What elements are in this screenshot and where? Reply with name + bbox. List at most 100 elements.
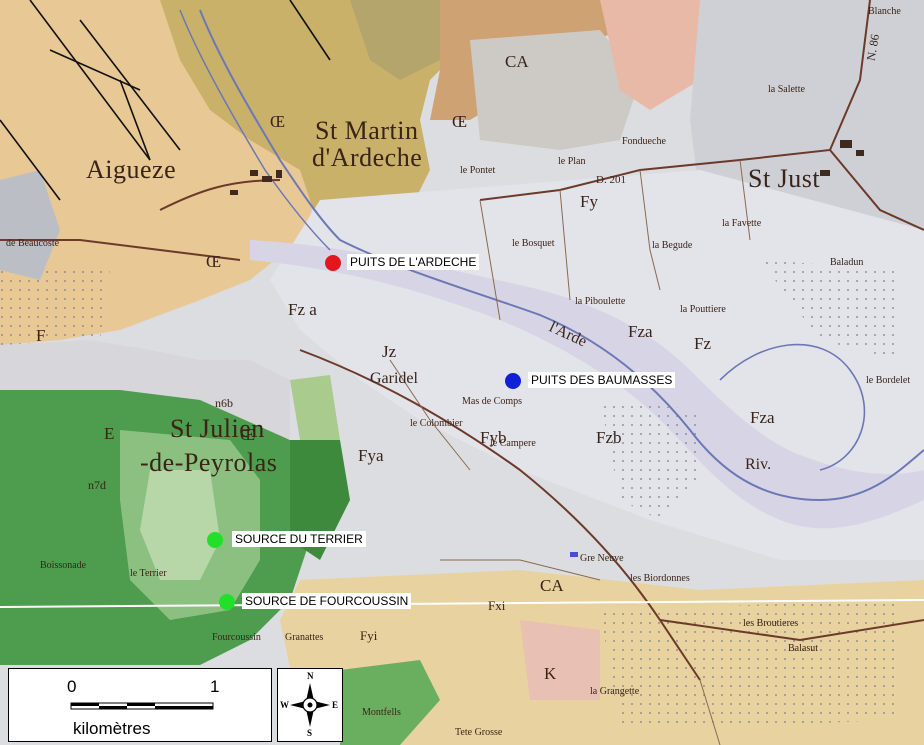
light-green-strip bbox=[290, 375, 340, 440]
code-k: K bbox=[544, 664, 557, 683]
place-granattes: Granattes bbox=[285, 632, 324, 643]
place-le-terrier: le Terrier bbox=[130, 568, 167, 579]
compass-rose-icon bbox=[290, 683, 330, 727]
place-riv: Riv. bbox=[745, 456, 772, 473]
place-la-pouttiere: la Pouttiere bbox=[680, 304, 726, 315]
green-hills-pale bbox=[140, 470, 220, 580]
compass-w: W bbox=[280, 700, 289, 710]
marker-puits-baumasses bbox=[505, 373, 521, 389]
north-arrow-panel: N S W E bbox=[277, 668, 343, 742]
place-fourcoussin: Fourcoussin bbox=[212, 632, 261, 643]
compass-n: N bbox=[307, 671, 314, 681]
place-d-ardeche: d'Ardeche bbox=[312, 143, 423, 172]
grey-patch-north bbox=[470, 30, 640, 150]
code-oe-2: Œ bbox=[452, 112, 468, 131]
code-n6b: n6b bbox=[215, 396, 233, 410]
marker-source-terrier bbox=[207, 532, 223, 548]
label-source-terrier: SOURCE DU TERRIER bbox=[232, 531, 366, 547]
code-fz: Fz bbox=[694, 334, 711, 353]
river-channel-2 bbox=[179, 9, 331, 251]
place-le-bordelet: le Bordelet bbox=[866, 375, 911, 386]
dotted-alluvium-2 bbox=[760, 260, 900, 360]
place-le-plan: le Plan bbox=[558, 156, 586, 167]
place-les-broutieres: les Broutieres bbox=[743, 618, 799, 629]
grey-west-strip bbox=[0, 170, 60, 280]
place-garidel: Garidel bbox=[370, 370, 418, 387]
code-e: E bbox=[104, 424, 115, 443]
compass-e: E bbox=[332, 700, 339, 710]
code-oe-4: Œ bbox=[240, 425, 256, 444]
place-la-grangette: la Grangette bbox=[590, 686, 640, 697]
scale-bar-panel: 0 1 kilomètres bbox=[8, 668, 272, 742]
code-n7d: n7d bbox=[88, 478, 106, 492]
code-jz: Jz bbox=[382, 342, 397, 361]
dotted-alluvium bbox=[600, 400, 700, 520]
place-la-salette: la Salette bbox=[768, 84, 805, 95]
place-la-favette: la Favette bbox=[722, 218, 762, 229]
code-ca-2: CA bbox=[540, 576, 564, 595]
town-blocks bbox=[230, 140, 864, 557]
code-fzb: Fzb bbox=[596, 428, 622, 447]
label-puits-baumasses: PUITS DES BAUMASSES bbox=[528, 372, 676, 388]
place-mas-de-comps: Mas de Comps bbox=[462, 396, 522, 407]
place-tete-grosse: Tete Grosse bbox=[455, 727, 503, 738]
scale-unit: kilomètres bbox=[73, 719, 151, 738]
scale-label-end: 1 bbox=[210, 677, 220, 696]
code-fza-3: Fz a bbox=[288, 300, 317, 319]
place-st-martin: St Martin bbox=[315, 116, 419, 145]
code-f: F bbox=[36, 326, 46, 345]
place-les-biordonnes: les Biordonnes bbox=[630, 573, 690, 584]
place-aigueze: Aigueze bbox=[86, 155, 177, 184]
place-beaucoste: de Beaucoste bbox=[6, 238, 60, 249]
river-bed bbox=[250, 240, 924, 529]
pink-patch-south bbox=[520, 620, 600, 700]
meander-loop bbox=[719, 343, 866, 471]
green-hill-east bbox=[290, 440, 350, 560]
compass-s: S bbox=[307, 728, 313, 738]
code-ca-1: CA bbox=[505, 52, 529, 71]
sheet-seam bbox=[0, 599, 924, 608]
code-d201: D. 201 bbox=[596, 174, 626, 186]
code-fza-2: Fza bbox=[750, 408, 775, 427]
code-fya: Fya bbox=[358, 446, 384, 465]
label-source-fourcoussin: SOURCE DE FOURCOUSSIN bbox=[242, 593, 412, 609]
place-la-begude: la Begude bbox=[652, 240, 693, 251]
code-fza-1: Fza bbox=[628, 322, 653, 341]
code-oe-3: Œ bbox=[206, 252, 222, 271]
place-st-just: St Just bbox=[748, 164, 821, 193]
label-puits-ardeche: PUITS DE L'ARDECHE bbox=[347, 254, 480, 270]
river-channel bbox=[199, 9, 924, 502]
code-fyi: Fyi bbox=[360, 628, 378, 643]
place-gre-neuve: Gre Neuve bbox=[580, 553, 624, 564]
code-fy: Fy bbox=[580, 192, 598, 211]
place-le-colombier: le Colombier bbox=[410, 418, 463, 429]
scale-label-start: 0 bbox=[67, 677, 77, 696]
marker-source-fourcoussin bbox=[219, 594, 235, 610]
code-fxi: Fxi bbox=[488, 598, 506, 613]
grey-lowland-west bbox=[0, 340, 290, 440]
place-balasut: Balasut bbox=[788, 643, 818, 654]
code-oe-1: Œ bbox=[270, 112, 286, 131]
place-le-bosquet: le Bosquet bbox=[512, 238, 555, 249]
place-la-piboulette: la Piboulette bbox=[575, 296, 626, 307]
code-fyb: Fyb bbox=[480, 428, 507, 447]
place-le-pontet: le Pontet bbox=[460, 165, 496, 176]
dotted-south bbox=[600, 600, 900, 730]
secondary-roads bbox=[389, 159, 751, 745]
place-st-julien: St Julien bbox=[170, 414, 265, 443]
place-le-campere: le Campere bbox=[490, 438, 536, 449]
marker-puits-ardeche bbox=[325, 255, 341, 271]
fault-lines bbox=[0, 0, 331, 201]
place-boissonade: Boissonade bbox=[40, 560, 87, 571]
green-south bbox=[340, 660, 440, 745]
place-blanche: Blanche bbox=[868, 6, 901, 17]
dotted-alluvium-3 bbox=[0, 270, 110, 350]
scale-bar-graphic bbox=[70, 702, 214, 710]
place-de-peyrolas: -de-Peyrolas bbox=[140, 448, 278, 477]
place-fondueche: Fondueche bbox=[622, 136, 666, 147]
place-montfells: Montfells bbox=[362, 707, 401, 718]
olive-hills-north-2 bbox=[350, 0, 460, 80]
place-baladun: Baladun bbox=[830, 257, 864, 268]
